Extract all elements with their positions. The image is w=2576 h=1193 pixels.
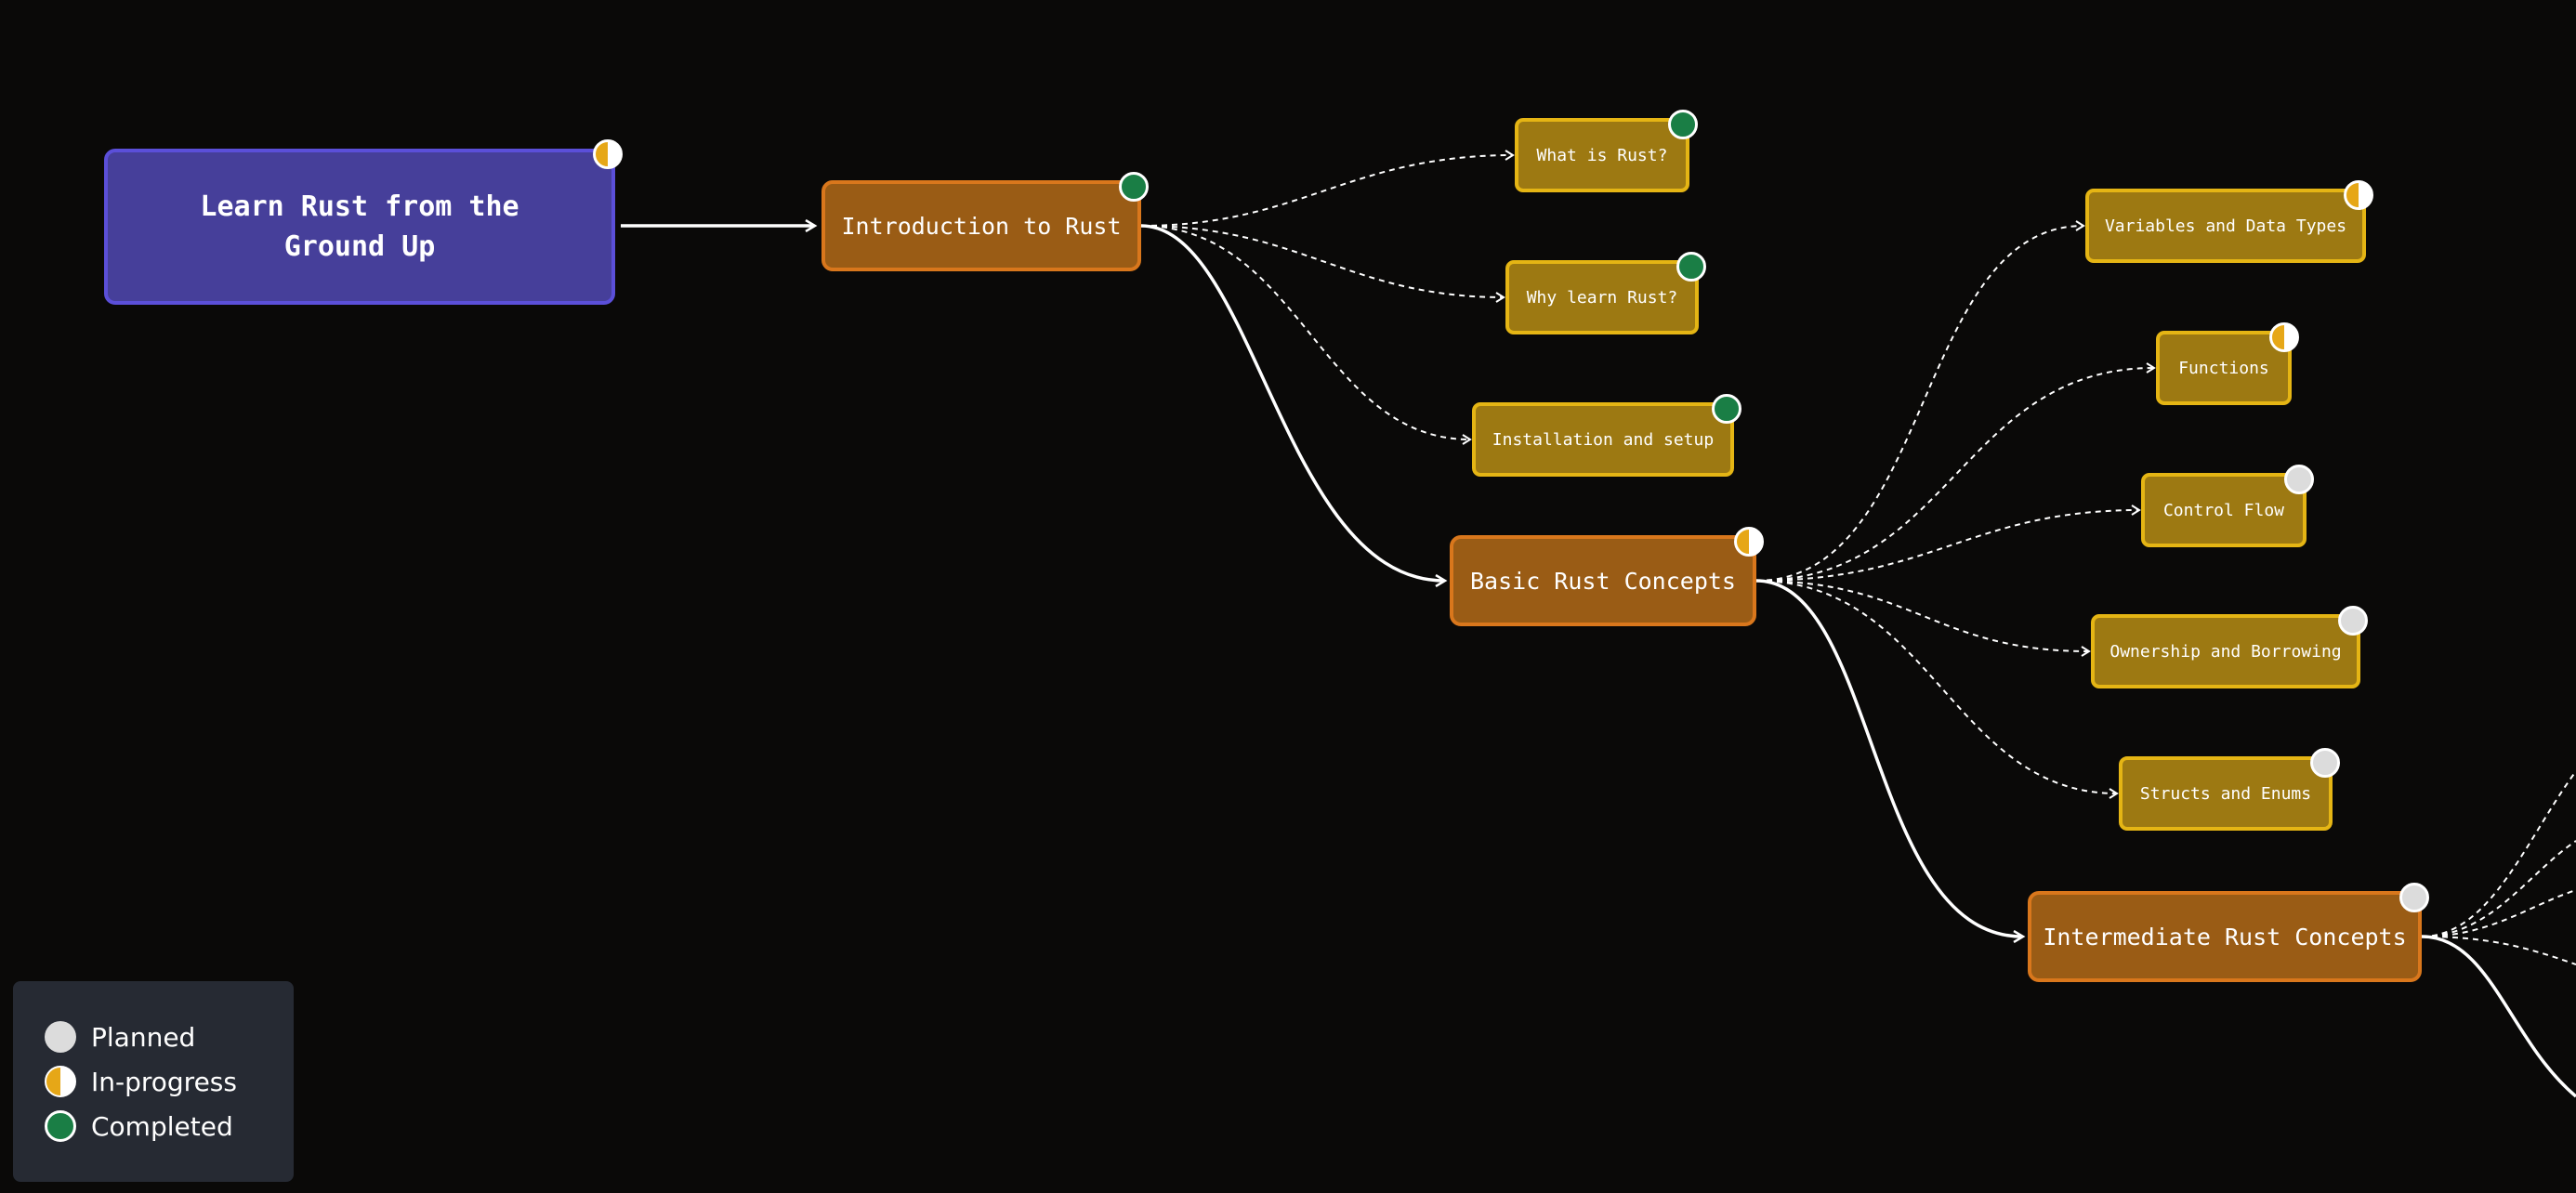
legend-label-completed: Completed — [91, 1110, 233, 1142]
status-install — [1712, 394, 1741, 424]
node-install-label: Installation and setup — [1492, 429, 1715, 450]
node-install[interactable]: Installation and setup — [1472, 402, 1734, 477]
edge-intro-why — [1140, 225, 1505, 303]
node-variables-label: Variables and Data Types — [2104, 216, 2347, 236]
node-control-label: Control Flow — [2162, 500, 2285, 520]
node-functions-label: Functions — [2178, 358, 2269, 378]
node-intro[interactable]: Introduction to Rust — [821, 180, 1141, 271]
node-control[interactable]: Control Flow — [2141, 473, 2307, 547]
node-ownership-label: Ownership and Borrowing — [2109, 641, 2342, 662]
node-what-label: What is Rust? — [1536, 145, 1668, 165]
edge-intermediate-child-3 — [2421, 889, 2576, 937]
status-variables — [2344, 180, 2373, 210]
node-intro-label: Introduction to Rust — [841, 212, 1122, 240]
status-what — [1668, 110, 1698, 139]
legend-label-in-progress: In-progress — [91, 1066, 237, 1097]
legend-item-planned: Planned — [45, 1015, 294, 1059]
legend-item-in-progress: In-progress — [45, 1059, 294, 1104]
edge-intro-basic — [1140, 224, 1444, 581]
edge-intro-what — [1140, 150, 1515, 227]
edge-basic-variables — [1755, 220, 2085, 582]
edge-basic-intermediate — [1755, 579, 2022, 937]
edge-intermediate-next — [2421, 935, 2576, 1098]
node-basic-label: Basic Rust Concepts — [1470, 567, 1736, 595]
edge-intermediate-child-2 — [2421, 840, 2576, 937]
node-structs[interactable]: Structs and Enums — [2119, 756, 2333, 831]
edge-intermediate-child-1 — [2421, 770, 2576, 937]
edge-basic-ownership — [1755, 580, 2091, 657]
node-basic[interactable]: Basic Rust Concepts — [1450, 535, 1756, 626]
node-structs-label: Structs and Enums — [2139, 783, 2312, 804]
status-intro — [1119, 172, 1149, 202]
status-root — [593, 139, 623, 169]
in-progress-status-icon — [45, 1066, 76, 1097]
status-functions — [2269, 322, 2299, 352]
edge-basic-functions — [1755, 362, 2156, 582]
edge-intermediate-child-4 — [2421, 936, 2576, 965]
node-why-label: Why learn Rust? — [1526, 287, 1678, 308]
edge-basic-control — [1755, 505, 2141, 582]
node-intermediate[interactable]: Intermediate Rust Concepts — [2028, 891, 2422, 982]
legend-label-planned: Planned — [91, 1021, 196, 1053]
status-structs — [2310, 748, 2340, 778]
node-root[interactable]: Learn Rust from the Ground Up — [104, 149, 615, 305]
status-control — [2284, 465, 2314, 494]
status-why — [1676, 252, 1706, 282]
node-functions[interactable]: Functions — [2156, 331, 2292, 405]
node-ownership[interactable]: Ownership and Borrowing — [2091, 614, 2360, 688]
node-variables[interactable]: Variables and Data Types — [2085, 189, 2366, 263]
status-ownership — [2338, 606, 2368, 636]
node-what[interactable]: What is Rust? — [1515, 118, 1689, 192]
legend-item-completed: Completed — [45, 1104, 294, 1148]
node-intermediate-label: Intermediate Rust Concepts — [2043, 923, 2407, 950]
planned-status-icon — [45, 1021, 76, 1053]
status-intermediate — [2399, 883, 2429, 912]
edge-intro-install — [1140, 225, 1472, 445]
status-basic — [1734, 527, 1764, 557]
node-why[interactable]: Why learn Rust? — [1505, 260, 1699, 334]
node-root-label: Learn Rust from the Ground Up — [200, 190, 519, 263]
edge-basic-structs — [1755, 580, 2119, 799]
completed-status-icon — [45, 1110, 76, 1142]
legend: Planned In-progress Completed — [13, 981, 294, 1182]
